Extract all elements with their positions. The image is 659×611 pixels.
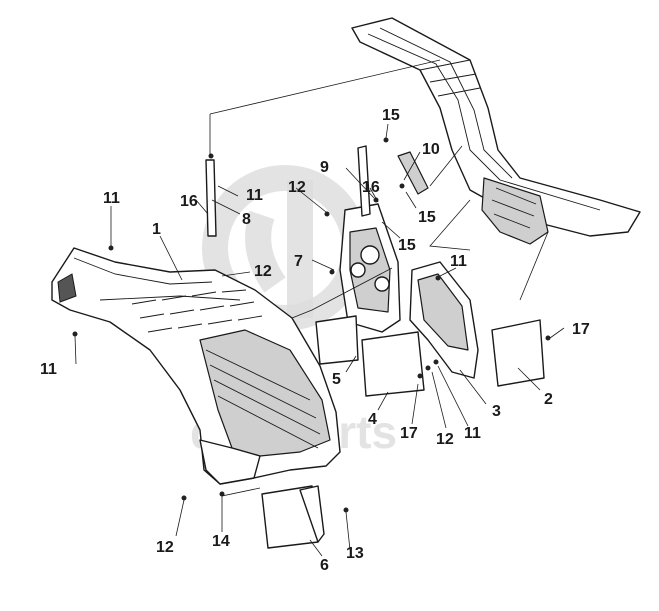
callout-labels: 11 1 16 11 8 12 12 15 9 10 16 15 15 7 11… <box>40 107 590 574</box>
callout-11: 11 <box>246 187 263 204</box>
callout-3: 3 <box>492 403 501 420</box>
callout-9: 9 <box>320 159 329 176</box>
leader-lines <box>74 59 565 557</box>
upper-brackets <box>357 145 429 217</box>
callout-17: 17 <box>400 425 418 442</box>
fasteners <box>72 137 551 513</box>
cover-plate-5 <box>315 315 359 365</box>
side-panel <box>409 261 479 379</box>
callout-4: 4 <box>368 411 377 428</box>
floor-panel <box>51 247 341 485</box>
callout-12: 12 <box>436 431 454 448</box>
callout-15: 15 <box>418 209 436 226</box>
callout-1: 1 <box>152 221 161 238</box>
rod-bracket <box>205 153 217 237</box>
callout-12: 12 <box>288 179 306 196</box>
callout-5: 5 <box>332 371 341 388</box>
floor-grid <box>131 289 263 333</box>
frame-beam <box>351 17 641 245</box>
callout-16: 16 <box>362 179 380 196</box>
callout-11: 11 <box>464 425 481 442</box>
callout-6: 6 <box>320 557 329 574</box>
callout-7: 7 <box>294 253 303 270</box>
center-panel <box>339 203 401 333</box>
cover-plate-2 <box>491 319 545 387</box>
callout-15: 15 <box>382 107 400 124</box>
callout-12: 12 <box>254 263 272 280</box>
callout-11: 11 <box>40 361 57 378</box>
callout-16: 16 <box>180 193 198 210</box>
callout-15: 15 <box>398 237 416 254</box>
callout-17: 17 <box>572 321 590 338</box>
callout-10: 10 <box>422 141 440 158</box>
cover-plates <box>261 315 545 549</box>
callout-11: 11 <box>103 190 120 207</box>
callout-13: 13 <box>346 545 364 562</box>
callout-8: 8 <box>242 211 251 228</box>
callout-2: 2 <box>544 391 553 408</box>
callout-12: 12 <box>156 539 174 556</box>
callout-14: 14 <box>212 533 230 550</box>
callout-11: 11 <box>450 253 467 270</box>
cover-plate-4 <box>361 331 425 397</box>
